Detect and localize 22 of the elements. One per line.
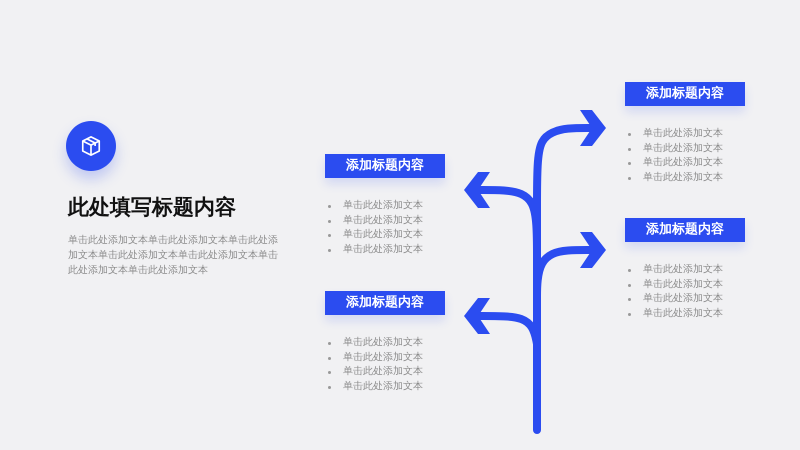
bullet-text: 单击此处添加文本 bbox=[643, 293, 723, 305]
bullet-text: 单击此处添加文本 bbox=[343, 214, 423, 226]
bullet-text: 单击此处添加文本 bbox=[343, 366, 423, 378]
bullet-text: 单击此处添加文本 bbox=[343, 352, 423, 364]
bullet-text: 单击此处添加文本 bbox=[643, 128, 723, 140]
bullet-text: 单击此处添加文本 bbox=[643, 172, 723, 184]
title-banner: 添加标题内容 bbox=[325, 291, 445, 315]
bullet-text: 单击此处添加文本 bbox=[643, 142, 723, 154]
bullet-text: 单击此处添加文本 bbox=[643, 157, 723, 169]
title-banner: 添加标题内容 bbox=[625, 218, 745, 242]
bullet-text: 单击此处添加文本 bbox=[343, 200, 423, 212]
title-banner: 添加标题内容 bbox=[625, 82, 745, 106]
heading: 此处填写标题内容 bbox=[68, 194, 236, 221]
title-banner: 添加标题内容 bbox=[325, 154, 445, 178]
bullet-text: 单击此处添加文本 bbox=[643, 264, 723, 276]
bullet-text: 单击此处添加文本 bbox=[343, 244, 423, 256]
bullet-text: 单击此处添加文本 bbox=[643, 278, 723, 290]
description-text: 单击此处添加文本单击此处添加文本单击此处添加文本单击此处添加文本单击此处添加文本单击此处添加文本单击此处添加文本 bbox=[68, 234, 278, 278]
bullet-text: 单击此处添加文本 bbox=[643, 308, 723, 320]
bullet-text: 单击此处添加文本 bbox=[343, 380, 423, 392]
bullet-text: 单击此处添加文本 bbox=[343, 337, 423, 349]
bullet-text: 单击此处添加文本 bbox=[343, 229, 423, 241]
